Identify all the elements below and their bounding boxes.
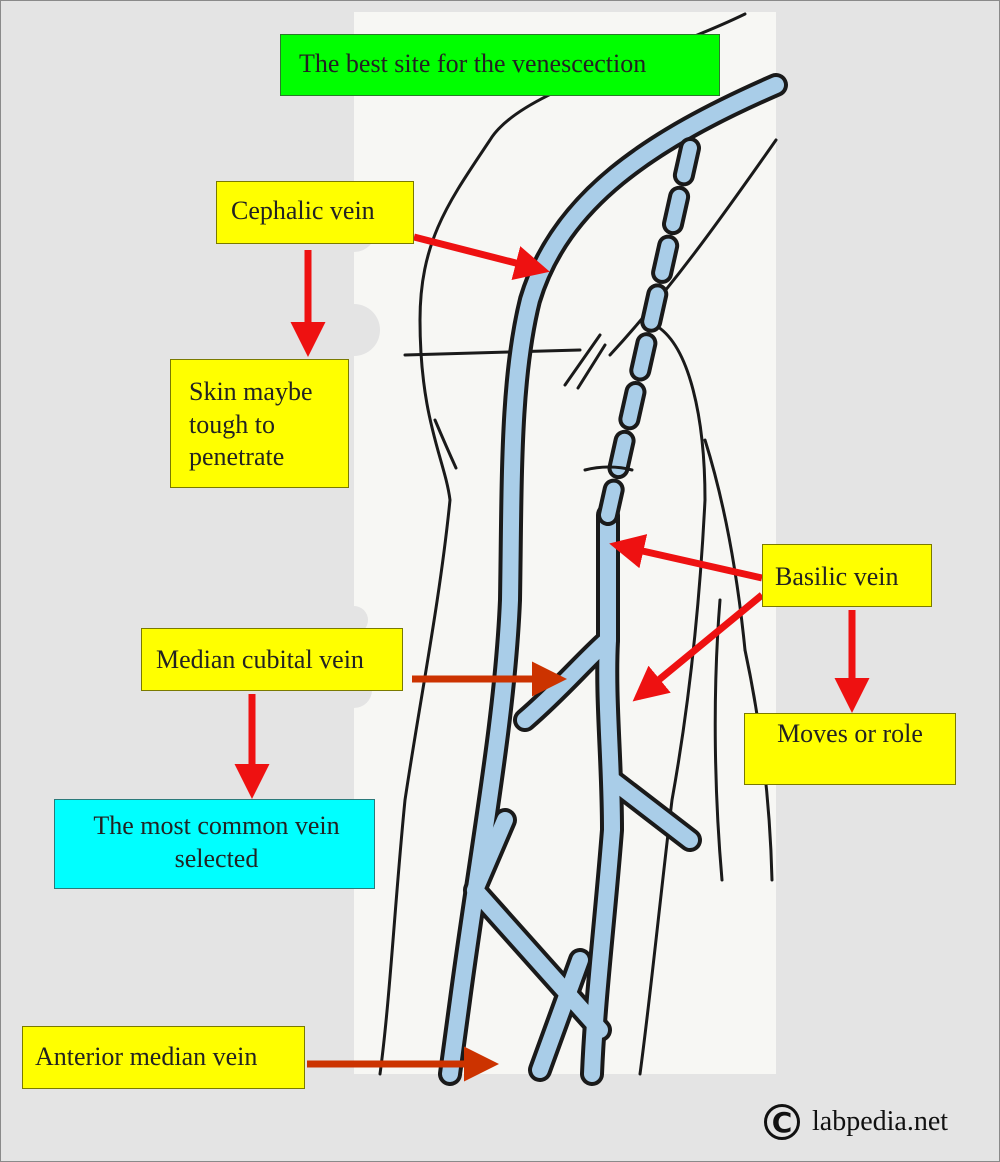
label-anterior-median-vein: Anterior median vein (22, 1026, 305, 1089)
label-cephalic-vein: Cephalic vein (216, 181, 414, 244)
label-basilic-vein: Basilic vein (762, 544, 932, 607)
pointer-arrows (234, 233, 870, 1082)
copyright-text: labpedia.net (812, 1106, 949, 1137)
arrow-to-cephalic-vein (413, 233, 550, 281)
note-cephalic-skin: Skin maybe tough to penetrate (170, 359, 349, 488)
note-basilic-moves: Moves or role (744, 713, 956, 785)
arrow-basilic-to-vein-lower (632, 592, 765, 702)
label-median-cubital-vein: Median cubital vein (141, 628, 403, 691)
diagram-title: The best site for the venescection (280, 34, 720, 96)
copyright-icon: C (764, 1104, 800, 1140)
arrow-basilic-to-vein-upper (609, 534, 763, 582)
paper-background (354, 12, 776, 1074)
copyright-notice: C labpedia.net (764, 1104, 948, 1140)
vein-network (438, 73, 788, 1086)
note-most-common-vein: The most common vein selected (54, 799, 375, 889)
